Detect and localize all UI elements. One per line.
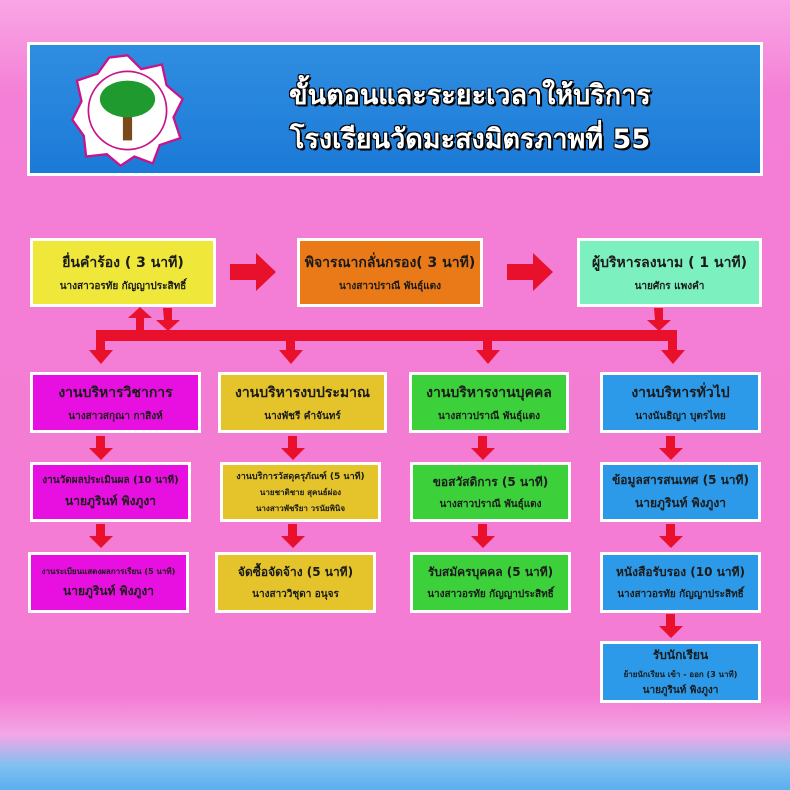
step-person: นางสาวปราณี พันธุ์แตง bbox=[338, 280, 442, 292]
step-information: ข้อมูลสารสนเทศ (5 นาที) นายภูรินท์ พิงภู… bbox=[600, 462, 761, 522]
arrow-down-icon bbox=[156, 308, 180, 331]
step-title: งานระเบียนแสดงผลการเรียน (5 นาที) bbox=[41, 566, 176, 576]
arrow-right-icon bbox=[507, 253, 553, 291]
step-title: พิจารณากลั่นกรอง( 3 นาที) bbox=[304, 254, 476, 271]
tree-logo-icon bbox=[70, 54, 185, 168]
step-recruitment: รับสมัครบุคคล (5 นาที) นางสาวอรทัย กัญญา… bbox=[410, 552, 571, 613]
step-title: ข้อมูลสารสนเทศ (5 นาที) bbox=[612, 473, 749, 487]
step-title: ยื่นคำร้อง ( 3 นาที) bbox=[62, 254, 184, 271]
step-person: นายภูรินท์ พิงภูงา bbox=[642, 685, 719, 696]
step-person-2: นางสาวพัชรียา วรนัยพินิจ bbox=[255, 504, 346, 513]
dept-personnel: งานบริหารงานบุคคล นางสาวปราณี พันธุ์แตง bbox=[409, 372, 569, 433]
step-certificate: หนังสือรับรอง (10 นาที) นางสาวอรทัย กัญญ… bbox=[600, 552, 761, 613]
step-supplies: งานบริการวัสดุครุภัณฑ์ (5 นาที) นายชาติช… bbox=[220, 462, 381, 522]
step-title: งานวัดผลประเมินผล (10 นาที) bbox=[42, 475, 179, 486]
dept-title: งานบริหารวิชาการ bbox=[58, 384, 173, 401]
arrow-down-icon bbox=[661, 338, 685, 364]
step-submit-request: ยื่นคำร้อง ( 3 นาที) นางสาวอรทัย กัญญาปร… bbox=[30, 238, 216, 307]
step-person: นายชาติชาย สุคนธ์ผ่อง bbox=[259, 488, 342, 497]
step-welfare: ขอสวัสดิการ (5 นาที) นางสาวปราณี พันธุ์แ… bbox=[410, 462, 571, 522]
step-person: นางสาวอรทัย กัญญาประสิทธิ์ bbox=[59, 280, 187, 292]
step-person: นางสาวอรทัย กัญญาประสิทธิ์ bbox=[617, 589, 744, 600]
step-person: นายศักร แพงคำ bbox=[634, 280, 705, 292]
dept-title: งานบริหารทั่วไป bbox=[631, 384, 730, 401]
step-title: งานบริการวัสดุครุภัณฑ์ (5 นาที) bbox=[236, 472, 365, 482]
branch-bar bbox=[96, 330, 677, 341]
dept-budget: งานบริหารงบประมาณ นางพัชรี คำจันทร์ bbox=[218, 372, 387, 433]
step-person: นางสาววิชุดา อนุจร bbox=[252, 589, 339, 600]
dept-title: งานบริหารงบประมาณ bbox=[234, 384, 370, 401]
step-person: นายภูรินท์ พิงภูงา bbox=[63, 583, 154, 598]
column-arrows bbox=[89, 436, 683, 638]
dept-person: นางนันธิญา บุตรไทย bbox=[635, 410, 726, 422]
arrow-down-icon bbox=[476, 338, 500, 364]
step-student-admission: รับนักเรียน ย้ายนักเรียน เข้า - ออก (3 น… bbox=[600, 641, 761, 703]
dept-title: งานบริหารงานบุคคล bbox=[426, 384, 552, 401]
arrow-up-icon bbox=[128, 307, 152, 330]
step-title: ขอสวัสดิการ (5 นาที) bbox=[432, 474, 549, 489]
title-line-1: ขั้นตอนและระยะเวลาให้บริการ bbox=[289, 80, 651, 111]
dept-person: นางพัชรี คำจันทร์ bbox=[264, 410, 341, 422]
header-banner: ขั้นตอนและระยะเวลาให้บริการ โรงเรียนวัดม… bbox=[27, 42, 763, 176]
step-evaluation: งานวัดผลประเมินผล (10 นาที) นายภูรินท์ พ… bbox=[30, 462, 191, 522]
step-title: จัดซื้อจัดจ้าง (5 นาที) bbox=[237, 565, 354, 579]
step-review: พิจารณากลั่นกรอง( 3 นาที) นางสาวปราณี พั… bbox=[297, 238, 483, 307]
step-title: หนังสือรับรอง (10 นาที) bbox=[616, 565, 745, 579]
step-person: นางสาวอรทัย กัญญาประสิทธิ์ bbox=[427, 589, 554, 600]
step-person: นายภูรินท์ พิงภูงา bbox=[65, 494, 156, 508]
step-procurement: จัดซื้อจัดจ้าง (5 นาที) นางสาววิชุดา อนุ… bbox=[215, 552, 376, 613]
step-subtitle: ย้ายนักเรียน เข้า - ออก (3 นาที) bbox=[623, 670, 738, 679]
arrow-down-icon bbox=[89, 338, 113, 364]
dept-academic: งานบริหารวิชาการ นางสาวสกุณา กาสิงห์ bbox=[30, 372, 201, 433]
step-title: รับสมัครบุคคล (5 นาที) bbox=[427, 565, 554, 579]
step-person: นางสาวปราณี พันธุ์แตง bbox=[439, 498, 542, 510]
step-sign: ผู้บริหารลงนาม ( 1 นาที) นายศักร แพงคำ bbox=[577, 238, 762, 307]
arrow-right-icon bbox=[230, 253, 276, 291]
arrow-down-icon bbox=[647, 308, 671, 331]
title-line-2: โรงเรียนวัดมะสงมิตรภาพที่ 55 bbox=[289, 124, 651, 155]
step-person: นายภูรินท์ พิงภูงา bbox=[635, 496, 726, 510]
dept-general: งานบริหารทั่วไป นางนันธิญา บุตรไทย bbox=[600, 372, 761, 433]
dept-person: นางสาวสกุณา กาสิงห์ bbox=[68, 410, 163, 422]
step-title: ผู้บริหารลงนาม ( 1 นาที) bbox=[591, 254, 748, 271]
step-transcript: งานระเบียนแสดงผลการเรียน (5 นาที) นายภูร… bbox=[28, 552, 189, 613]
arrow-down-icon bbox=[279, 338, 303, 364]
dept-person: นางสาวปราณี พันธุ์แตง bbox=[437, 410, 541, 422]
step-title: รับนักเรียน bbox=[652, 648, 709, 662]
